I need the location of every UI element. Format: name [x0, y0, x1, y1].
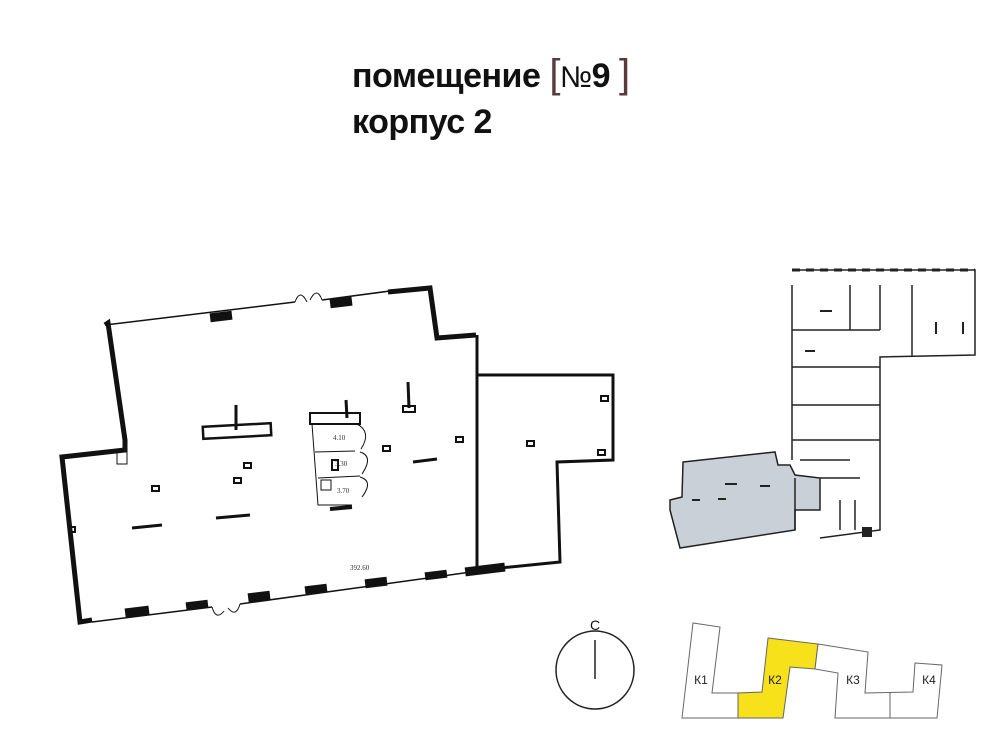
number-value: 9: [591, 57, 611, 95]
building-label: К4: [922, 673, 936, 687]
compass-circle: [555, 630, 635, 710]
columns: [69, 395, 609, 533]
key-plan: [669, 268, 976, 549]
site-map: К1 К2 К3 К4: [681, 622, 943, 719]
page-title: помещение [№9 ] корпус 2: [352, 52, 630, 144]
top-window-wall: [321, 290, 391, 301]
building-k3[interactable]: [814, 643, 943, 719]
top-window-wall: [104, 301, 296, 326]
wall-piers: [124, 296, 506, 618]
room-area-label: 4.10: [333, 434, 346, 442]
unit-label: помещение: [352, 57, 541, 95]
interior-walls: [131, 381, 438, 530]
bracket-close: ]: [619, 52, 630, 96]
building-title: корпус 2: [352, 103, 492, 141]
total-area-label: 392.60: [350, 564, 370, 572]
selected-unit-highlight: [669, 451, 821, 549]
entrance-door-top: [294, 292, 323, 303]
main-floor-plan: [59, 285, 615, 625]
north-label: С: [590, 617, 600, 633]
number-sign: №: [559, 61, 592, 94]
unit-number: №9: [559, 57, 611, 95]
bathroom-block: [309, 412, 368, 511]
notch-wall: [387, 285, 477, 341]
entrance-door-bottom: [211, 603, 241, 616]
room-area-label: 3.30: [335, 460, 348, 468]
exterior-wall: [59, 318, 128, 625]
north-compass: С: [555, 617, 635, 710]
right-wall: [478, 373, 615, 570]
building-k1[interactable]: [681, 622, 739, 719]
building-label: К3: [846, 673, 860, 687]
building-label: К2: [768, 673, 782, 687]
bracket-open: [: [549, 52, 560, 96]
unit-title: помещение [№9 ]: [352, 52, 630, 100]
building-label: К1: [694, 673, 708, 687]
room-area-label: 3.70: [337, 487, 350, 495]
